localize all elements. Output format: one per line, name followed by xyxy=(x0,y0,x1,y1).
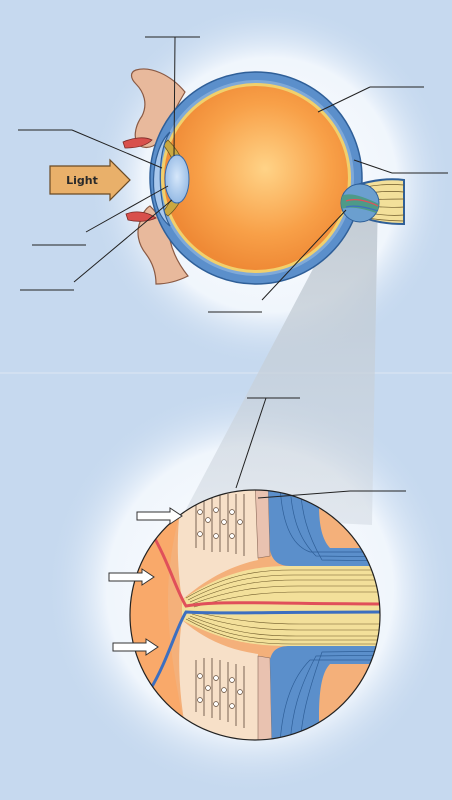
vitreous-body xyxy=(164,86,348,270)
lens xyxy=(165,155,189,203)
pigment-epithelium-upper xyxy=(255,480,270,558)
light-arrow-label: Light xyxy=(66,174,98,187)
pigment-epithelium-lower xyxy=(258,656,272,750)
